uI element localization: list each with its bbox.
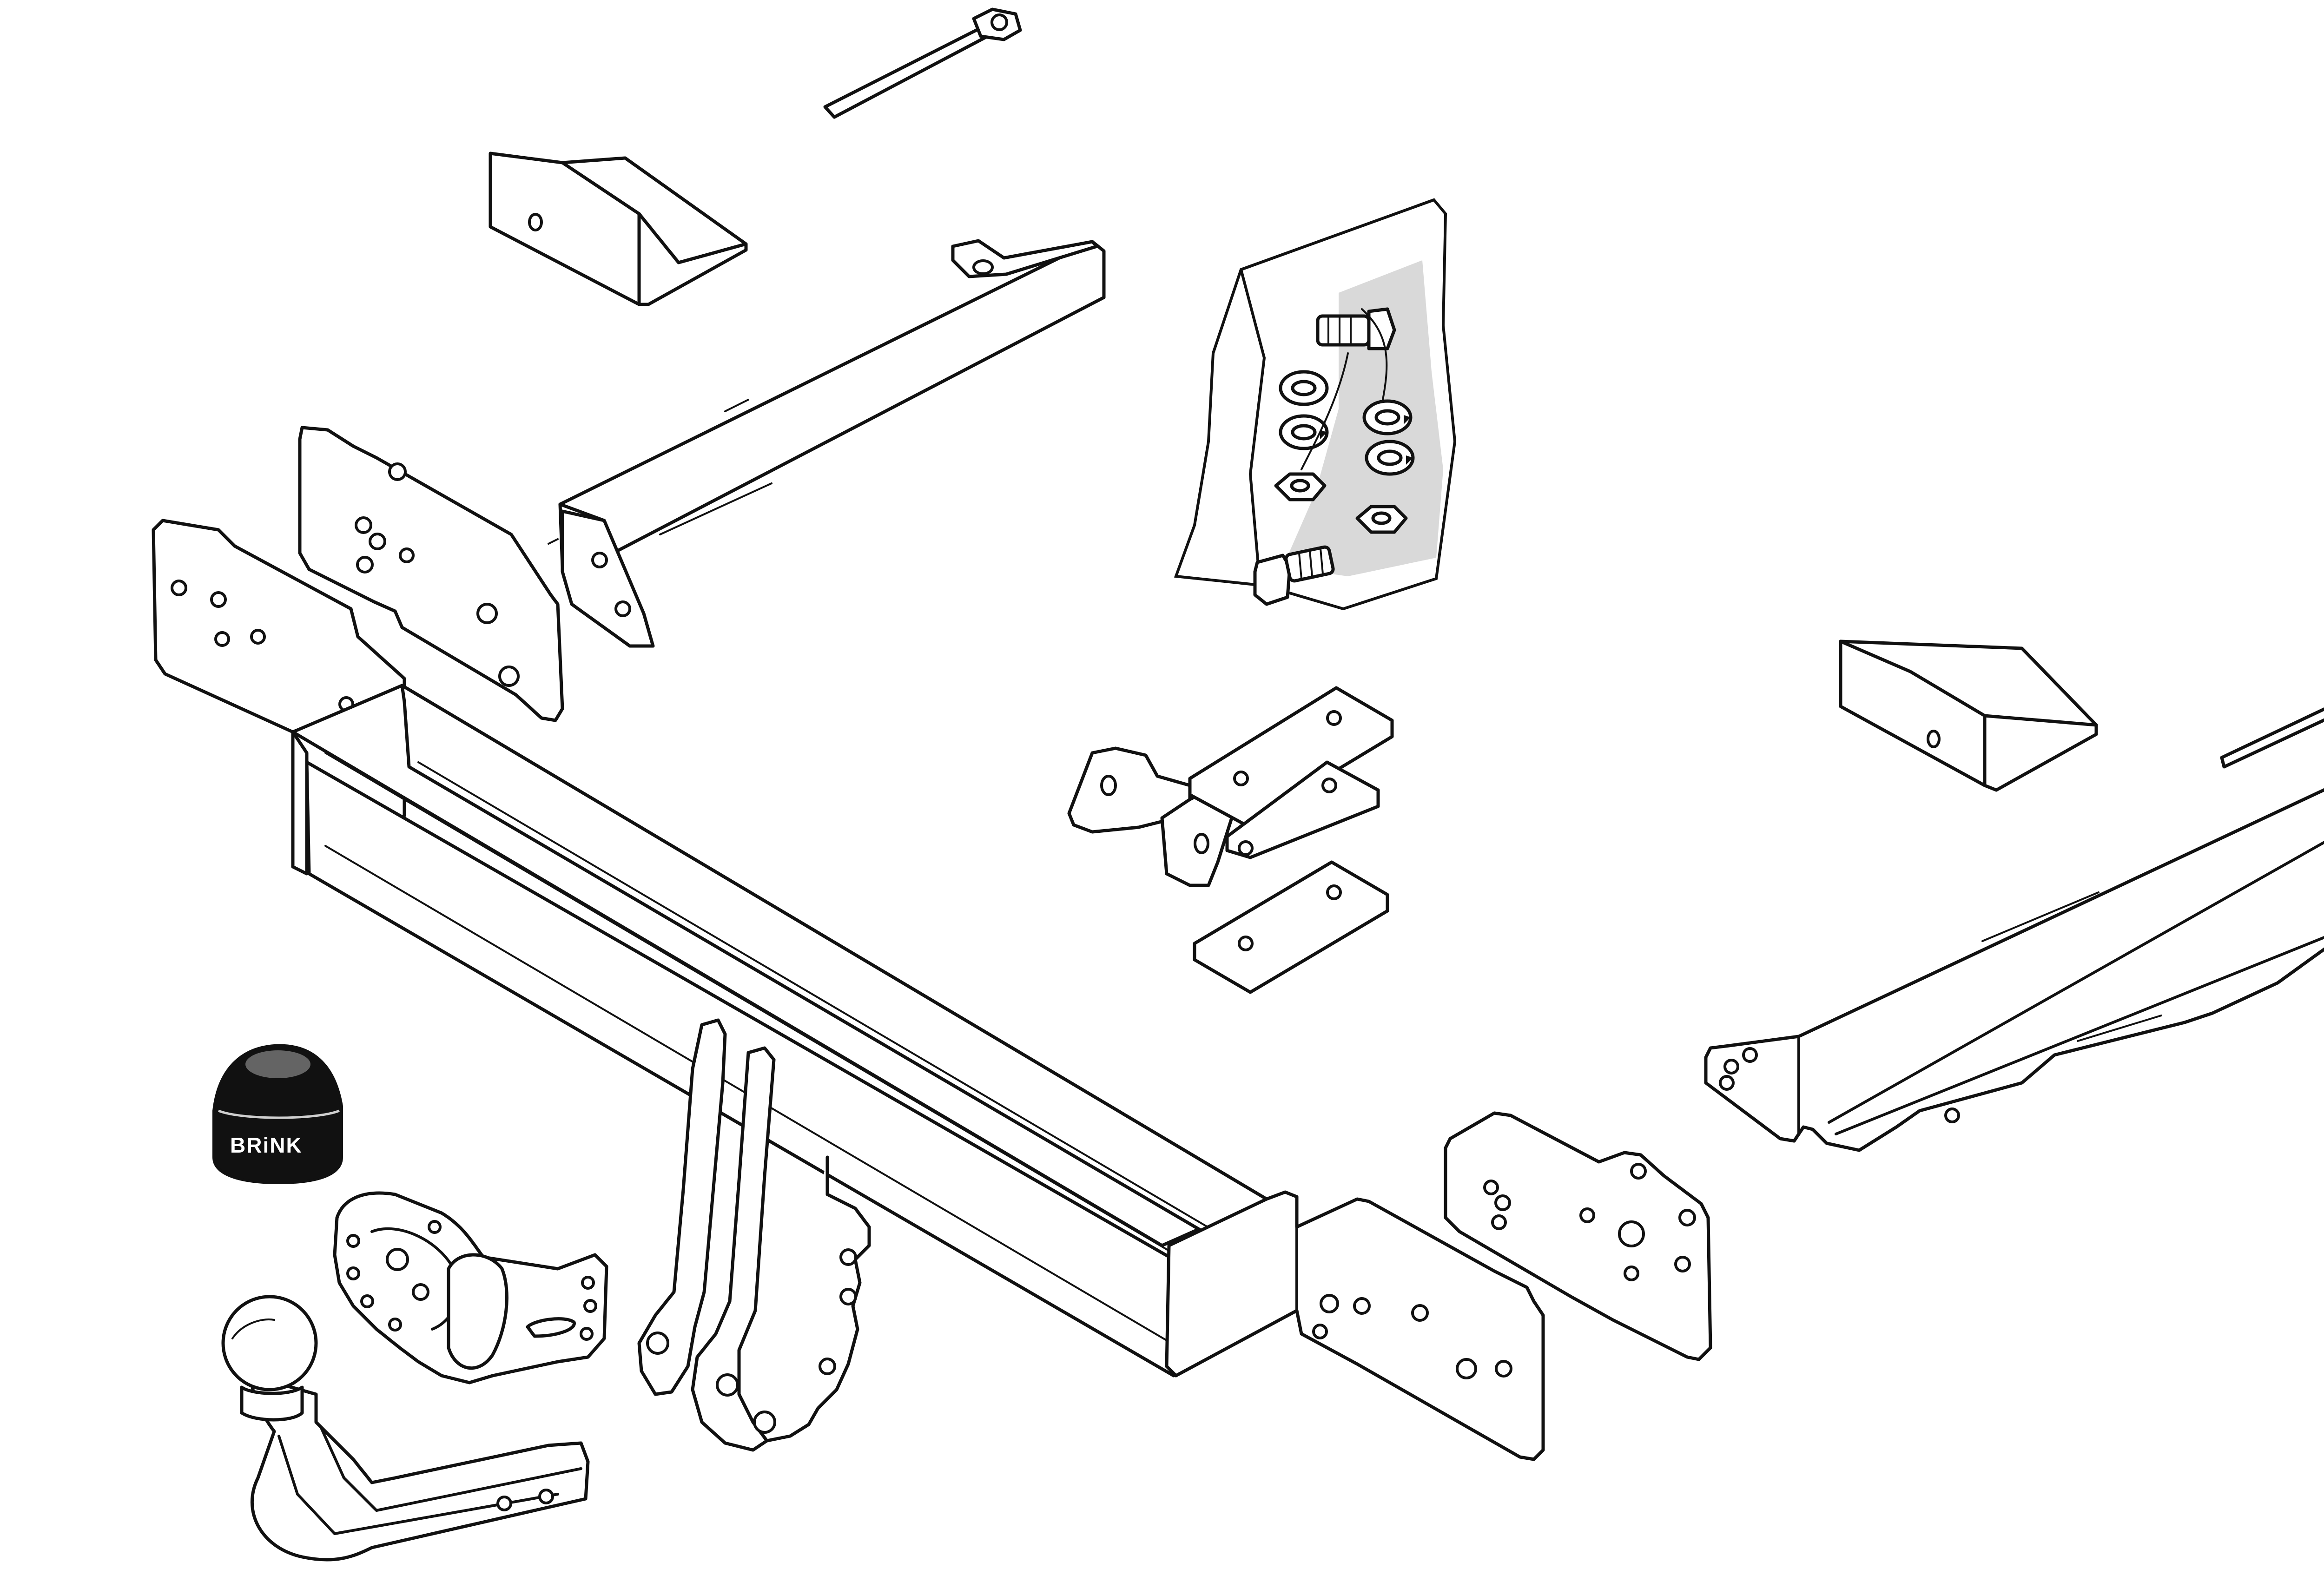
mounting-plate-left-outer xyxy=(298,426,564,722)
spacer-bracket-top xyxy=(489,152,748,306)
mounting-plate-right xyxy=(1444,1111,1712,1361)
cable-tie-top xyxy=(823,7,1022,119)
bolt-icon xyxy=(1253,545,1335,606)
spacer-plate xyxy=(1188,686,1394,827)
washer-icon xyxy=(1362,399,1413,435)
ball-cap: BRiNK xyxy=(212,1044,343,1185)
spacer-plate xyxy=(1225,760,1380,859)
clamp-bracket-center xyxy=(637,1018,871,1452)
nut-icon xyxy=(1355,505,1408,534)
tow-ball xyxy=(221,1295,318,1391)
washer-icon xyxy=(1279,370,1329,406)
spacer-bracket-right xyxy=(1839,639,2098,792)
bolt-icon xyxy=(1316,307,1396,350)
hardware-bag xyxy=(1174,198,1457,611)
side-arm-right xyxy=(1704,788,2324,1152)
washer-icon xyxy=(1365,440,1415,476)
socket-bracket xyxy=(333,1191,608,1384)
spacer-plate xyxy=(1193,860,1389,994)
crossbar xyxy=(291,684,1268,1378)
nut-icon xyxy=(1274,472,1327,501)
cable-tie-right xyxy=(2220,707,2324,769)
tow-ball-neck xyxy=(221,1295,590,1562)
brand-logo: BRiNK xyxy=(230,1133,303,1157)
crossbar-end-bracket xyxy=(1165,1190,1545,1461)
side-arm-left xyxy=(548,239,1106,648)
